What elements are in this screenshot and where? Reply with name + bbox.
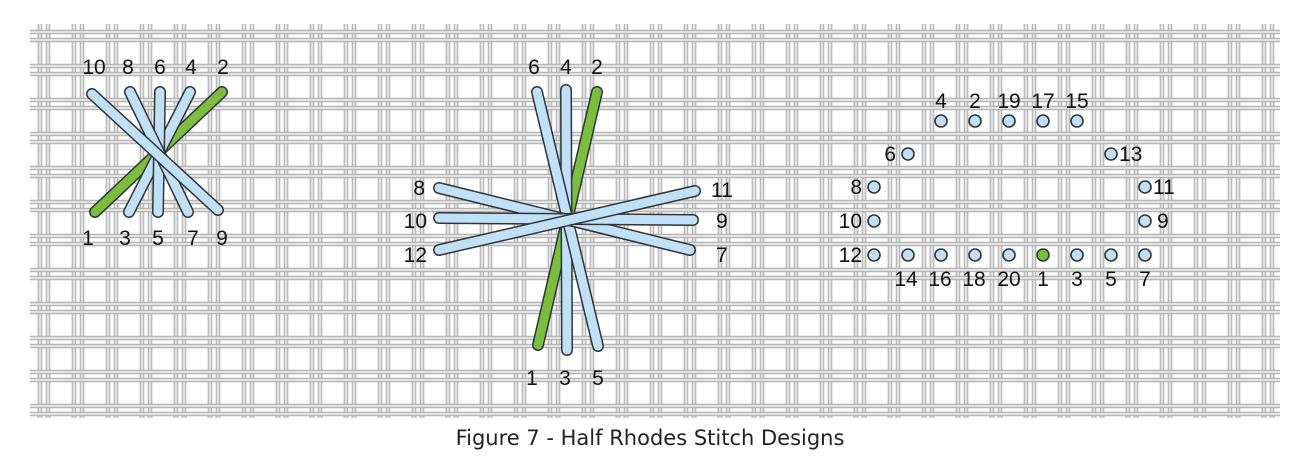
stitch-number: 1 [82,227,94,250]
stitch-number: 10 [404,210,427,233]
stitch-number: 4 [185,56,197,79]
hole-dot [1002,248,1016,262]
hole-dot [1070,114,1084,128]
stitch-number: 5 [152,227,164,250]
hole-number: 3 [1071,268,1083,291]
hole-number: 8 [850,176,862,199]
label-group: 4 2 19 17 15 6 8 10 12 13 11 9 14 16 18 … [839,90,1175,291]
stitch-number: 6 [528,56,540,79]
hole-number: 11 [1153,176,1175,199]
hole-dot [901,248,915,262]
stitch-number: 7 [716,244,728,267]
stitch-number: 8 [413,177,425,200]
hole-number: 10 [839,210,862,233]
design-small-half-rhodes: 10 8 6 4 2 1 3 5 7 9 [82,56,229,250]
hole-number: 20 [997,268,1020,291]
hole-number: 15 [1065,90,1088,113]
stitch-number: 8 [122,56,134,79]
hole-dot [867,214,881,228]
hole-number: 17 [1031,90,1054,113]
hole-number: 4 [935,90,947,113]
hole-group [867,114,1152,262]
hole-dot [934,248,948,262]
stitch-number: 9 [716,210,728,233]
label-group: 10 8 6 4 2 1 3 5 7 9 [82,56,229,250]
hole-dot [968,114,982,128]
hole-dot [867,180,881,194]
stitch-number: 11 [711,179,733,202]
stitch-number: 3 [119,227,131,250]
hole-number: 2 [969,90,981,113]
hole-dot [1070,248,1084,262]
canvas-mesh [30,24,1280,418]
stitch-blue [433,185,701,256]
hole-dot-start [1036,248,1050,262]
stitch-group [86,86,228,218]
hole-number: 9 [1157,210,1169,233]
stitch-number: 7 [187,227,199,250]
hole-number: 14 [894,268,918,291]
stitch-number: 3 [559,367,571,390]
hole-dot [1104,147,1118,161]
hole-dot [901,147,915,161]
design-large-half-rhodes: 6 4 2 8 10 12 11 9 7 1 3 5 [404,56,733,390]
hole-number: 7 [1139,268,1151,291]
hole-dot [934,114,948,128]
stitch-number: 12 [404,244,427,267]
stitch-blue [86,88,224,216]
stitch-number: 6 [154,56,166,79]
hole-number: 19 [997,90,1020,113]
hole-number: 1 [1037,268,1049,291]
stitch-number: 2 [591,56,603,79]
hole-dot [968,248,982,262]
figure-caption: Figure 7 - Half Rhodes Stitch Designs [455,426,845,450]
stitch-number: 1 [526,367,538,390]
hole-dot [1138,214,1152,228]
hole-number: 13 [1119,143,1142,166]
stitch-group [433,84,701,356]
hole-number: 18 [962,268,985,291]
hole-number: 5 [1105,268,1117,291]
hole-number: 12 [839,244,862,267]
stitch-number: 2 [217,56,229,79]
design-hole-sequence: 4 2 19 17 15 6 8 10 12 13 11 9 14 16 18 … [839,90,1175,291]
stitch-number: 5 [592,367,604,390]
hole-dot [1104,248,1118,262]
stitch-number: 9 [216,227,228,250]
hole-dot [1138,248,1152,262]
stitch-number: 10 [82,56,105,79]
hole-dot [867,248,881,262]
hole-number: 6 [884,143,896,166]
hole-number: 16 [928,268,951,291]
hole-dot [1138,180,1152,194]
hole-dot [1002,114,1016,128]
label-group: 6 4 2 8 10 12 11 9 7 1 3 5 [404,56,733,390]
hole-dot [1036,114,1050,128]
stitch-number: 4 [560,56,572,79]
